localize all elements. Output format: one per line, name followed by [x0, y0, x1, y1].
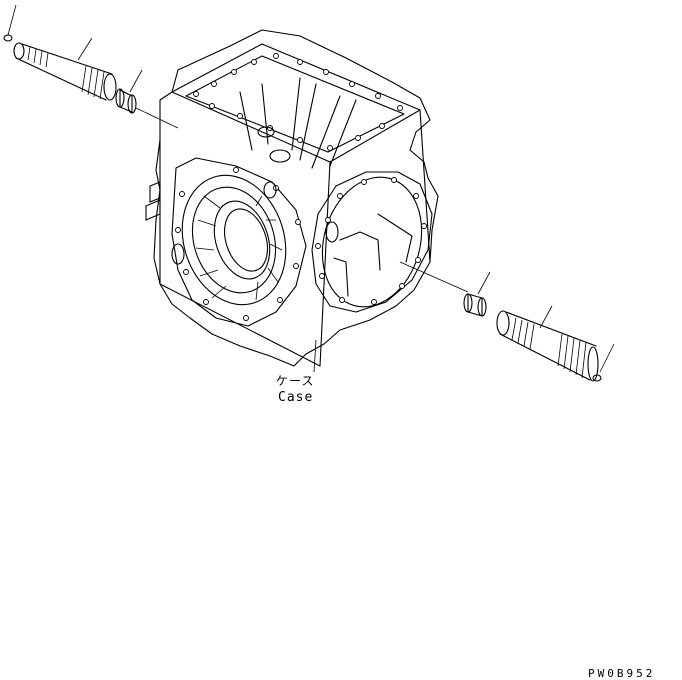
- lower-right-shaft: [496, 305, 599, 382]
- lower-right-plug: [592, 343, 615, 382]
- lower-right-collar: [463, 271, 491, 317]
- right-bearing-bore: [311, 171, 433, 313]
- case-leader-line: [313, 339, 317, 373]
- lower-right-shaft-assembly: [399, 261, 615, 382]
- upper-left-shaft: [13, 37, 117, 101]
- part-label-japanese: ケース: [276, 374, 315, 388]
- drawing-code: PW0B952: [588, 667, 656, 680]
- left-bearing-bore: [171, 157, 307, 327]
- transmission-case: [145, 29, 439, 373]
- top-flange-bolts: [193, 53, 403, 151]
- part-label-english: Case: [278, 390, 314, 405]
- upper-left-plug: [3, 4, 17, 42]
- upper-left-collar: [115, 69, 143, 114]
- upper-left-shaft-assembly: [3, 4, 179, 129]
